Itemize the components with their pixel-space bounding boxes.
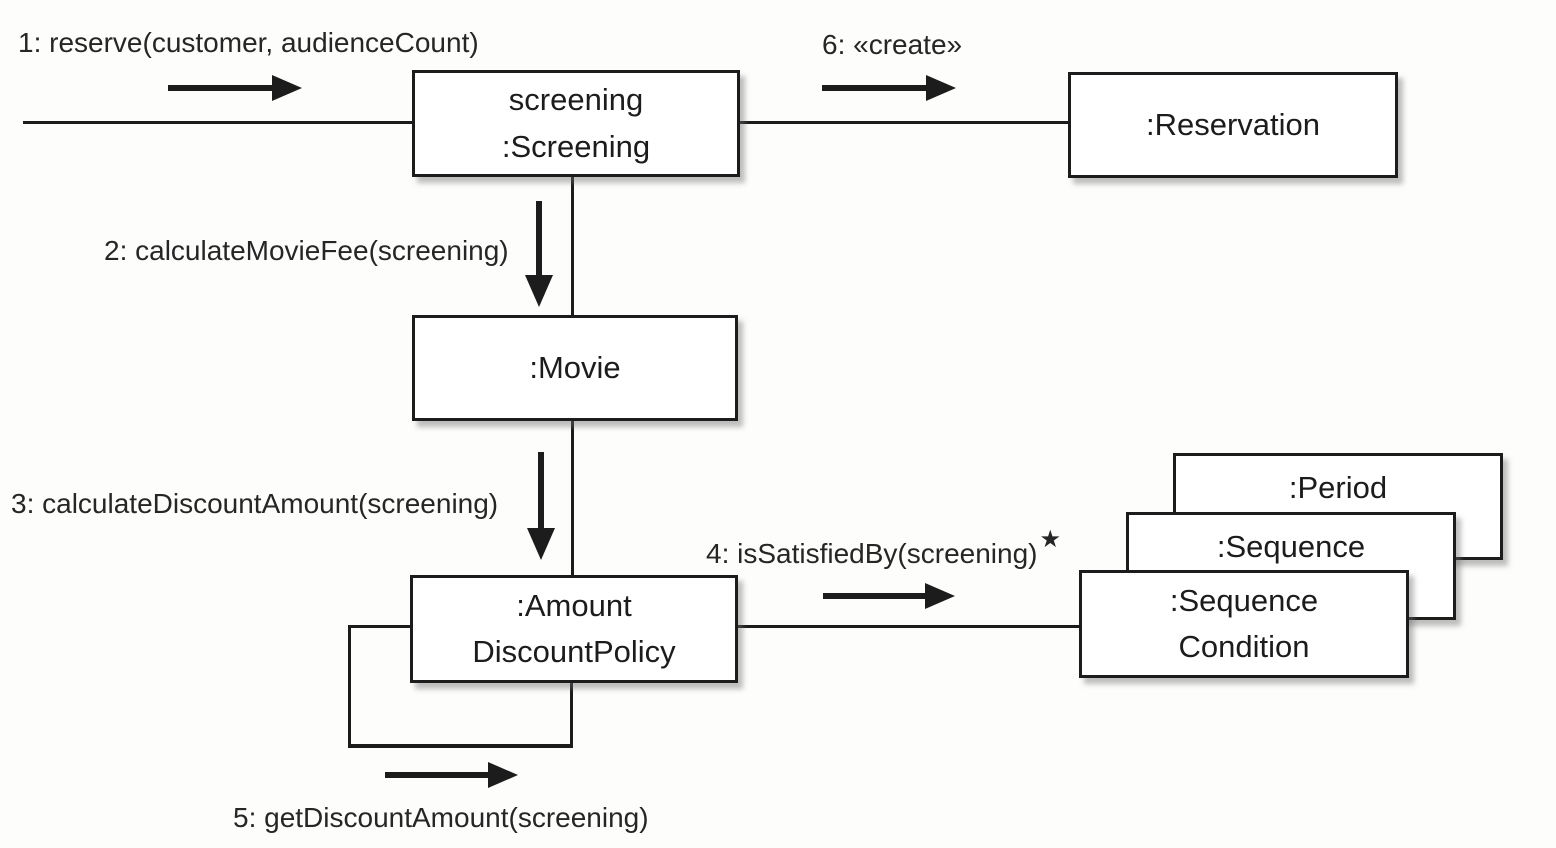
link-screening-movie — [571, 177, 574, 315]
object-box-screening: screening :Screening — [412, 70, 740, 177]
amount-discount-policy-name-line2: DiscountPolicy — [472, 634, 676, 669]
message-3-label: 3: calculateDiscountAmount(screening) — [11, 488, 499, 519]
message-2-arrow-icon — [536, 201, 542, 275]
object-box-movie: :Movie — [412, 315, 738, 421]
link-discountpolicy-sequencecondition — [738, 625, 1082, 628]
message-6-arrow-icon — [822, 85, 926, 91]
sequence-condition-name-line1: :Sequence — [1169, 582, 1319, 618]
link-movie-discountpolicy — [571, 421, 574, 575]
self-link-segment-left-horizontal — [348, 625, 410, 628]
iteration-star-icon: ★ — [1039, 526, 1061, 553]
object-box-reservation: :Reservation — [1068, 72, 1398, 178]
message-2-label: 2: calculateMovieFee(screening) — [104, 235, 509, 266]
message-4-label: 4: isSatisfiedBy(screening)★ — [706, 524, 1061, 572]
message-1-label: 1: reserve(customer, audienceCount) — [18, 27, 479, 58]
link-caller-screening — [23, 121, 412, 124]
message-1-arrow-icon — [168, 85, 272, 91]
message-3-arrow-icon — [538, 452, 544, 528]
self-link-segment-right-vertical — [570, 683, 573, 748]
screening-instance-name: screening — [508, 82, 644, 117]
sequence-class-name: :Sequence — [1216, 529, 1366, 564]
sequence-condition-name-line2: Condition — [1178, 629, 1310, 664]
reservation-class-name: :Reservation — [1145, 106, 1321, 142]
movie-class-name: :Movie — [529, 349, 621, 385]
message-5-arrow-icon — [385, 772, 488, 778]
message-5-label: 5: getDiscountAmount(screening) — [233, 802, 649, 833]
message-4-arrow-icon — [823, 593, 925, 599]
period-class-name: :Period — [1288, 470, 1388, 505]
link-screening-reservation — [740, 121, 1068, 124]
object-box-amount-discount-policy: :Amount DiscountPolicy — [410, 575, 738, 683]
message-6-label: 6: «create» — [822, 29, 963, 60]
self-link-segment-bottom — [348, 744, 573, 748]
message-4-text: 4: isSatisfiedBy(screening) — [706, 538, 1038, 569]
object-box-sequence-condition: :Sequence Condition — [1079, 570, 1409, 678]
self-link-segment-left-vertical — [348, 625, 351, 747]
amount-discount-policy-name-line1: :Amount — [516, 587, 632, 623]
screening-class-name: :Screening — [501, 128, 651, 164]
